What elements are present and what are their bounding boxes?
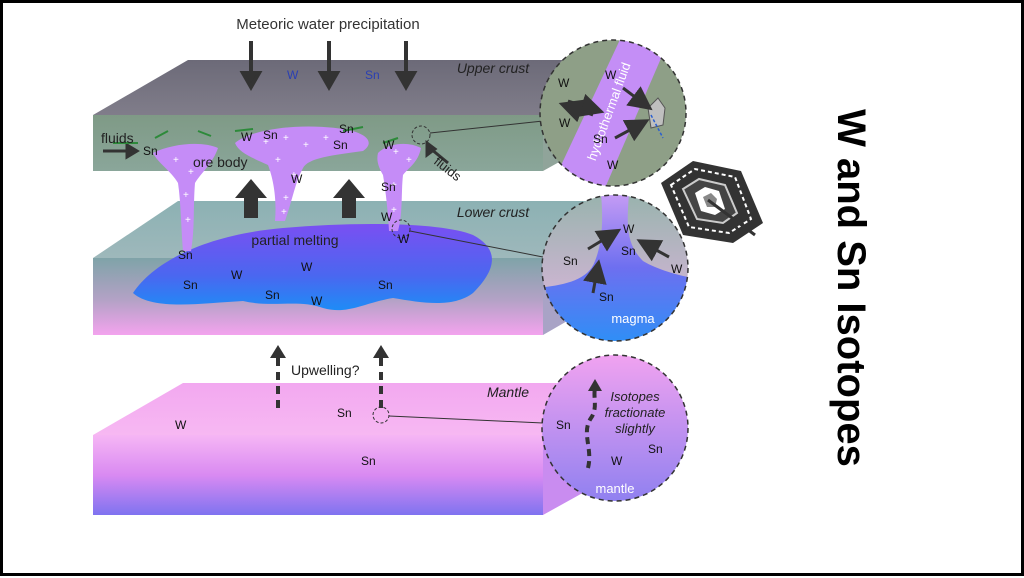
mantle-block (93, 383, 633, 515)
svg-text:+: + (183, 190, 189, 201)
ore-bodies: ++++ ++++ ++++ ++++ (153, 126, 421, 251)
symbol-w: W (558, 76, 570, 90)
symbol-sn: Sn (563, 254, 578, 268)
symbol-w: W (175, 418, 187, 432)
upwelling-arrowhead-left (270, 345, 286, 358)
svg-text:+: + (283, 133, 289, 144)
upwelling-arrowhead-right (373, 345, 389, 358)
label-lower-crust: Lower crust (457, 204, 530, 220)
label-upper-crust: Upper crust (457, 60, 530, 76)
symbol-w: W (311, 294, 323, 308)
rising-arrows (235, 179, 365, 218)
symbol-w: W (291, 172, 303, 186)
zoned-crystal-icon (661, 161, 763, 243)
svg-text:+: + (281, 207, 287, 218)
svg-text:+: + (391, 180, 397, 191)
green-veins (113, 126, 399, 144)
ore-body-left (153, 143, 218, 251)
svg-text:+: + (185, 215, 191, 226)
symbol-sn: Sn (178, 248, 193, 262)
symbol-w: W (383, 138, 395, 152)
symbol-w: W (398, 232, 410, 246)
symbol-sn: Sn (648, 442, 663, 456)
symbol-sn: Sn (265, 288, 280, 302)
symbol-sn: Sn (337, 406, 352, 420)
symbol-sn: Sn (361, 454, 376, 468)
svg-text:+: + (283, 193, 289, 204)
sample-circles (372, 125, 431, 424)
symbol-sn: Sn (339, 122, 354, 136)
svg-text:+: + (406, 155, 412, 166)
symbol-sn: Sn (183, 278, 198, 292)
symbol-w: W (381, 210, 393, 224)
ore-body-crosses: ++++ ++++ ++++ ++++ (173, 133, 412, 226)
inset-mantle: Isotopes fractionate slightly mantle Sn … (541, 354, 689, 502)
hydrothermal-fluid-band (554, 40, 667, 186)
inset-connectors (388, 120, 549, 424)
w-sn-isotope-diagram: ++++ ++++ ++++ ++++ (93, 16, 763, 515)
partial-melt-body (133, 223, 492, 311)
label-upwelling: Upwelling? (291, 362, 360, 378)
symbol-sn: Sn (621, 244, 636, 258)
svg-text:+: + (393, 147, 399, 158)
symbol-w: W (241, 130, 253, 144)
symbol-sn: Sn (263, 128, 278, 142)
mantle-inset-label: mantle (595, 481, 634, 496)
upwelling-arrows (276, 355, 383, 408)
symbol-sn: Sn (365, 68, 380, 82)
symbol-w: W (611, 454, 623, 468)
symbol-w: W (605, 68, 617, 82)
label-fluids-left: fluids (101, 130, 134, 146)
svg-text:+: + (323, 133, 329, 144)
mantle-top-face (93, 383, 633, 435)
label-partial-melting: partial melting (251, 232, 338, 248)
svg-text:+: + (188, 167, 194, 178)
symbol-sn: Sn (378, 278, 393, 292)
symbol-sn: Sn (143, 144, 158, 158)
symbol-sn: Sn (593, 132, 608, 146)
label-mantle: Mantle (487, 384, 529, 400)
label-ore-body: ore body (193, 154, 247, 170)
upper-crust-top-face (93, 60, 633, 115)
ore-body-center (235, 126, 369, 221)
svg-text:+: + (275, 155, 281, 166)
symbol-w: W (559, 116, 571, 130)
symbol-w: W (231, 268, 243, 282)
mantle-front-face (93, 435, 543, 515)
symbol-sn: Sn (333, 138, 348, 152)
fluid-arrows (103, 140, 449, 165)
inset-hydrothermal: hydrothermal fluid W W W Sn W (539, 39, 687, 187)
svg-text:+: + (291, 170, 297, 181)
symbol-w: W (301, 260, 313, 274)
symbol-w: W (607, 158, 619, 172)
inset-magma: W Sn Sn W Sn magma (541, 194, 689, 342)
title: Meteoric water precipitation (236, 16, 419, 33)
ore-body-right (377, 143, 421, 231)
symbol-w: W (671, 262, 683, 276)
symbol-sn: Sn (556, 418, 571, 432)
side-title: W and Sn Isotopes (829, 109, 873, 467)
svg-text:+: + (391, 205, 397, 216)
symbol-w: W (287, 68, 299, 82)
svg-text:+: + (303, 140, 309, 151)
meteoric-arrows (239, 41, 418, 92)
element-symbols: W Sn Sn W Sn Sn Sn W W Sn W W Sn W W Sn … (143, 68, 410, 468)
symbol-sn: Sn (599, 290, 614, 304)
symbol-sn: Sn (381, 180, 396, 194)
svg-text:+: + (173, 155, 179, 166)
magma-label: magma (611, 311, 655, 326)
svg-text:+: + (263, 137, 269, 148)
symbol-w: W (623, 222, 635, 236)
isotopes-line-2: fractionate (605, 405, 666, 420)
isotopes-line-1: Isotopes (610, 389, 660, 404)
side-title-container: W and Sn Isotopes (829, 109, 873, 467)
isotopes-line-3: slightly (615, 421, 656, 436)
